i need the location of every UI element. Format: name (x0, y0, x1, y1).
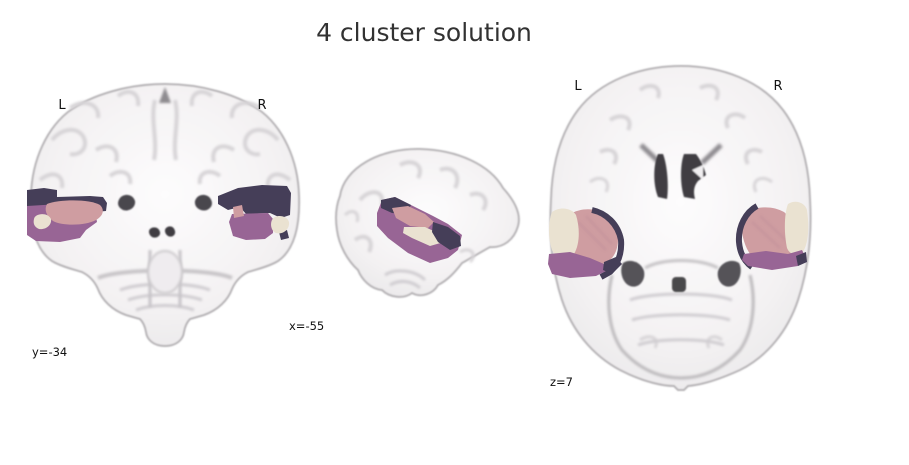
coronal-left-cluster-group (27, 188, 107, 242)
axial-left-pink-texture (577, 215, 613, 251)
coronal-left-cluster4-region (33, 214, 52, 230)
coronal-right-cluster4-region (271, 216, 290, 234)
axial-left-hemisphere-label: L (574, 79, 582, 94)
axial-left-cluster4-region (549, 208, 579, 258)
axial-coordinate-label: z=7 (550, 375, 573, 389)
sagittal-sulci (343, 160, 488, 290)
axial-slice: L R z=7 (548, 64, 812, 391)
axial-left-cluster1b-region (603, 257, 622, 274)
coronal-midline-structures (147, 86, 183, 294)
axial-right-cluster3-region (742, 250, 806, 270)
coronal-right-cluster2-region (233, 205, 244, 218)
sagittal-cluster-group (377, 197, 462, 263)
coronal-right-hemisphere-label: R (257, 98, 266, 113)
coronal-right-cluster1-region (218, 185, 291, 218)
sagittal-cluster1-right-region (432, 222, 461, 250)
axial-posterior-structures (621, 260, 741, 292)
sagittal-cluster2-region (392, 206, 434, 228)
coronal-slice: L R y=-34 (27, 82, 301, 359)
coronal-right-cluster3-region (229, 213, 273, 240)
coronal-coordinate-label: y=-34 (32, 345, 67, 359)
axial-midline-structures (677, 68, 683, 384)
axial-right-cluster4-region (784, 201, 809, 255)
coronal-right-cluster-group (218, 185, 291, 240)
axial-brain-outline (549, 64, 812, 391)
coronal-left-cluster2-region (45, 200, 103, 225)
coronal-ventricles (118, 194, 212, 238)
sagittal-slice: x=-55 (289, 147, 520, 333)
figure-title: 4 cluster solution (316, 18, 532, 47)
axial-left-cluster-group (548, 207, 625, 280)
sagittal-coordinate-label: x=-55 (289, 319, 324, 333)
coronal-left-hemisphere-label: L (58, 98, 66, 113)
axial-right-cluster1b-region (796, 252, 807, 266)
axial-right-hemisphere-label: R (773, 79, 782, 94)
axial-left-cluster3-region (548, 252, 608, 278)
axial-ventricles (639, 143, 723, 199)
axial-right-cluster-group (735, 201, 809, 270)
axial-right-pink-texture (751, 215, 789, 249)
